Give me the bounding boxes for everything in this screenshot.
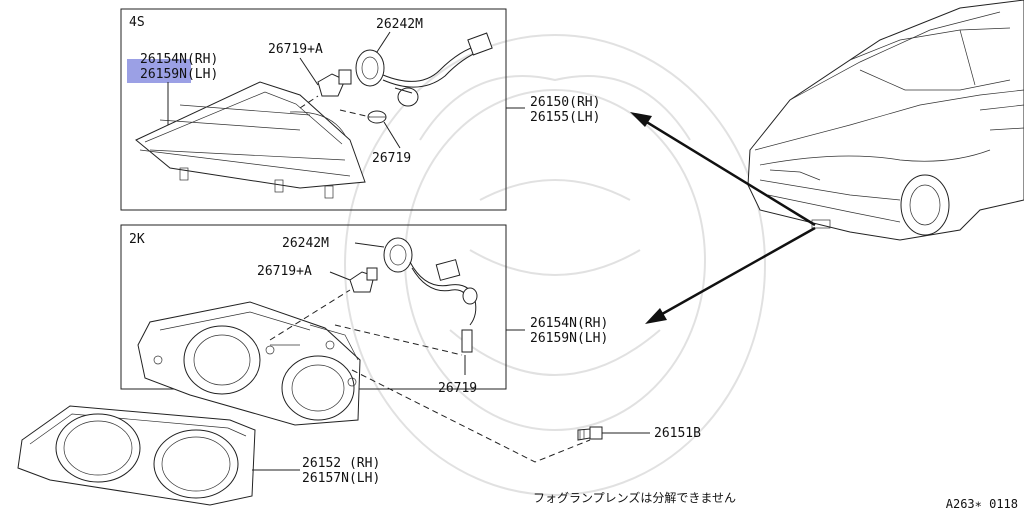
label-26155[interactable]: 26155(LH): [530, 110, 600, 125]
leader-26719A-top: [299, 57, 319, 86]
label-26719-top[interactable]: 26719: [372, 151, 411, 166]
assembly-line-bottom-3: [351, 369, 591, 463]
panel-4s-frame: [120, 8, 507, 211]
label-26719A-top[interactable]: 26719+A: [268, 42, 323, 57]
label-26157N[interactable]: 26157N(LH): [302, 471, 380, 486]
fog-lamp-lens-26152: [17, 405, 256, 506]
leader-26719-top: [383, 121, 401, 149]
label-26159N-lh[interactable]: 26159N(LH): [140, 67, 218, 82]
assembly-line-bottom-2: [334, 324, 463, 356]
label-26242M-top[interactable]: 26242M: [376, 17, 423, 32]
label-26151B[interactable]: 26151B: [654, 426, 701, 441]
watermark-emblem: [344, 34, 766, 496]
fog-lamp-4s: [135, 81, 366, 199]
socket-harness-26242M-top: [355, 32, 493, 107]
assembly-line-top-2: [339, 109, 371, 118]
leader-26719A-bottom: [329, 271, 351, 281]
vehicle-illustration: [747, 0, 1024, 241]
panel-4s-title: 4S: [129, 15, 145, 30]
socket-harness-26242M-bottom: [383, 237, 478, 353]
bulb-26719-top: [367, 110, 387, 124]
callout-arrows: [630, 112, 816, 324]
label-26150[interactable]: 26150(RH): [530, 95, 600, 110]
bulb-26719A-top: [317, 69, 352, 97]
label-26719A-bottom[interactable]: 26719+A: [257, 264, 312, 279]
assembly-line-top-1: [299, 95, 319, 109]
label-26152[interactable]: 26152 (RH): [302, 456, 380, 471]
label-26154N-rh-right[interactable]: 26154N(RH): [530, 316, 608, 331]
bulb-26719A-bottom: [349, 267, 378, 293]
note-japanese: フォグランプレンズは分解できません: [533, 490, 736, 505]
label-26159N-lh-right[interactable]: 26159N(LH): [530, 331, 608, 346]
figure-code: A263∗ 0118: [946, 497, 1018, 511]
label-26242M-bottom[interactable]: 26242M: [282, 236, 329, 251]
leader-26242M-top: [374, 31, 391, 56]
label-26154N-rh[interactable]: 26154N(RH): [140, 52, 218, 67]
fog-lamp-2k: [137, 301, 361, 426]
selected-part-highlight[interactable]: [127, 59, 191, 83]
label-26719-bottom[interactable]: 26719: [438, 381, 477, 396]
leader-26242M-bottom: [354, 242, 385, 248]
assembly-line-bottom-1: [269, 289, 351, 341]
panel-2k-title: 2K: [129, 232, 145, 247]
screw-26151B: [577, 426, 603, 441]
